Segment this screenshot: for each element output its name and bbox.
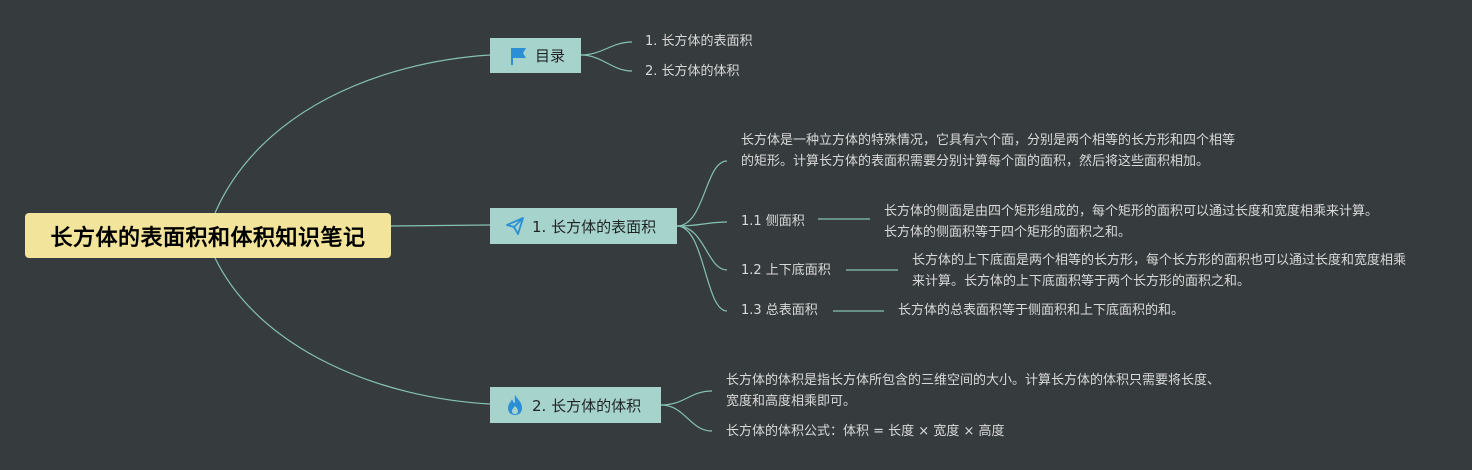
connector-root-surface [390,224,491,227]
surface-sub2-note: 长方体的上下底面是两个相等的长方形，每个长方形的面积也可以通过长度和宽度相乘来计… [912,253,1407,289]
paper-plane-icon [504,215,526,237]
connector-volume-formula [660,404,713,432]
connector-toc-item-1 [580,41,633,56]
branch-toc[interactable]: 目录 [490,38,581,73]
connector-surface-intro [676,160,728,227]
branch-volume-label: 2. 长方体的体积 [532,396,642,415]
branch-toc-label: 目录 [535,47,566,65]
surface-sub3-note: 长方体的总表面积等于侧面积和上下底面积的和。 [898,303,1185,318]
branch-surface-label: 1. 长方体的表面积 [532,217,657,236]
volume-intro-note: 长方体的体积是指长方体所包含的三维空间的大小。计算长方体的体积只需要将长度、宽度… [726,373,1221,409]
connector-surface-sub2 [676,225,728,271]
root-title: 长方体的表面积和体积知识笔记 [50,225,366,251]
surface-sub2-label[interactable]: 1.2 上下底面积 [741,263,831,278]
surface-intro-note: 长方体是一种立方体的特殊情况，它具有六个面，分别是两个相等的长方形和四个相等的矩… [741,133,1236,169]
surface-sub3-label[interactable]: 1.3 总表面积 [741,303,818,318]
flag-icon [507,45,529,67]
connector-toc-item-2 [580,54,633,72]
connector-surface-sub3 [676,225,728,312]
volume-formula-note: 长方体的体积公式：体积 = 长度 × 宽度 × 高度 [726,424,1005,439]
connector-root-volume [214,257,491,405]
surface-sub1-label[interactable]: 1.1 侧面积 [741,214,805,229]
toc-item-2[interactable]: 2. 长方体的体积 [645,64,740,79]
flame-icon [504,394,526,416]
connector-volume-intro [660,390,713,406]
toc-item-1[interactable]: 1. 长方体的表面积 [645,34,753,49]
connector-surface-sub1 [676,221,728,227]
surface-sub1-note: 长方体的侧面是由四个矩形组成的，每个矩形的面积可以通过长度和宽度相乘来计算。长方… [884,204,1379,240]
branch-surface-area[interactable]: 1. 长方体的表面积 [490,208,677,244]
connector-root-toc [214,54,491,214]
branch-volume[interactable]: 2. 长方体的体积 [490,387,661,423]
root-topic[interactable]: 长方体的表面积和体积知识笔记 [25,213,391,258]
